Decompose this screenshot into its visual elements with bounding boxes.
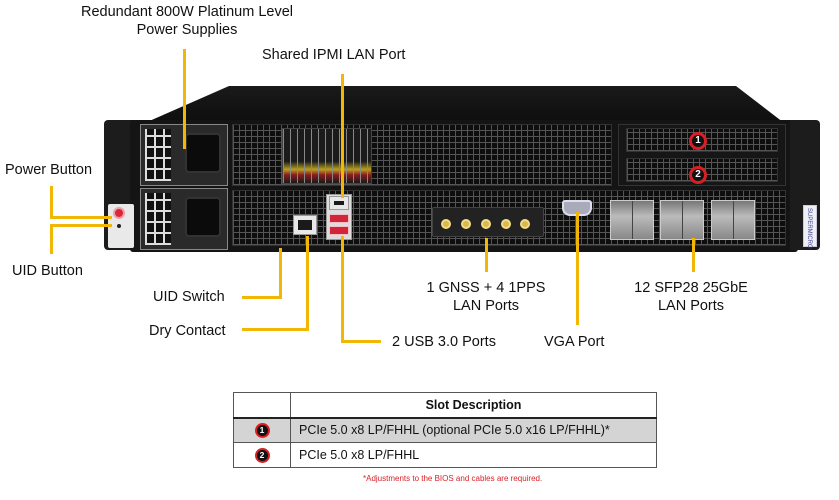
callout-line-uid-switch-h — [242, 296, 282, 299]
callout-line-psu — [183, 49, 186, 149]
label-uid-button: UID Button — [12, 263, 83, 279]
power-socket-icon — [185, 197, 221, 237]
callout-line-sfp — [692, 238, 695, 272]
label-uid-switch: UID Switch — [153, 289, 225, 305]
callout-line-dry-contact-v — [306, 236, 309, 331]
header-slot — [233, 392, 291, 419]
slot-description-table: Slot Description 1 PCIe 5.0 x8 LP/FHHL (… — [233, 392, 657, 468]
header-slot-description: Slot Description — [290, 392, 657, 419]
callout-line-gnss — [485, 238, 488, 272]
pps-port-1 — [461, 219, 471, 229]
callout-line-dry-contact-h — [242, 328, 309, 331]
callout-line-ipmi — [341, 74, 344, 198]
callout-line-uid-switch-v — [279, 248, 282, 299]
callout-line-usb-h — [341, 340, 381, 343]
ipmi-lan-port — [329, 196, 349, 210]
uid-button[interactable] — [117, 224, 121, 228]
label-power-supplies: Redundant 800W Platinum Level Power Supp… — [72, 3, 302, 39]
callout-line-power-button-v — [50, 186, 53, 218]
callout-line-vga — [576, 212, 579, 325]
slot-badge-2: 2 — [689, 166, 707, 184]
slot-badge: 2 — [254, 447, 270, 463]
label-gnss-line1: 1 GNSS + 4 1PPS — [426, 280, 546, 296]
chassis-top — [138, 86, 788, 126]
table-row: 2 PCIe 5.0 x8 LP/FHHL — [233, 442, 657, 468]
callout-line-uid-button-v — [50, 224, 53, 254]
power-supply-2 — [140, 188, 228, 250]
callout-line-power-button-h — [50, 216, 112, 219]
sfp-cage-1 — [610, 200, 654, 240]
sfp-cage-2 — [660, 200, 704, 240]
dry-contact-port — [293, 215, 317, 235]
callout-line-usb-v — [341, 236, 344, 342]
label-gnss-line2: LAN Ports — [452, 298, 520, 314]
label-usb-ports: 2 USB 3.0 Ports — [392, 334, 496, 350]
power-button[interactable] — [113, 207, 125, 219]
table-header-row: Slot Description — [233, 392, 657, 419]
slot-badge: 1 — [254, 422, 270, 438]
label-sfp-ports: 12 SFP28 25GbE LAN Ports — [630, 279, 752, 315]
riser-window — [282, 128, 372, 184]
label-power-button: Power Button — [5, 162, 93, 178]
slot-description-cell: PCIe 5.0 x8 LP/FHHL (optional PCIe 5.0 x… — [290, 417, 657, 443]
label-dry-contact: Dry Contact — [149, 323, 226, 339]
pps-port-3 — [501, 219, 511, 229]
brand-label: SUPERMICRO — [803, 205, 817, 249]
usb-port-2 — [329, 226, 349, 235]
power-socket-icon — [185, 133, 221, 173]
label-sfp-line1: 12 SFP28 25GbE — [634, 280, 748, 296]
brand-text: SUPERMICRO — [806, 208, 812, 249]
label-ipmi-lan-port: Shared IPMI LAN Port — [262, 47, 406, 63]
usb-port-1 — [329, 214, 349, 223]
gnss-port — [441, 219, 451, 229]
pps-port-4 — [520, 219, 530, 229]
slot-description-cell: PCIe 5.0 x8 LP/FHHL — [290, 442, 657, 468]
slot-number-cell: 2 — [233, 442, 291, 468]
slot-number-cell: 1 — [233, 417, 291, 443]
callout-line-uid-button-h — [50, 224, 112, 227]
label-gnss-pps: 1 GNSS + 4 1PPS LAN Ports — [420, 279, 552, 315]
label-vga-port: VGA Port — [544, 334, 605, 350]
label-power-supplies-line1: Redundant 800W Platinum Level — [81, 4, 293, 20]
slot-badge-1: 1 — [689, 132, 707, 150]
sfp-cage-3 — [711, 200, 755, 240]
table-row: 1 PCIe 5.0 x8 LP/FHHL (optional PCIe 5.0… — [233, 417, 657, 443]
table-footnote: *Adjustments to the BIOS and cables are … — [363, 474, 543, 483]
label-power-supplies-line2: Power Supplies — [136, 22, 238, 38]
label-sfp-line2: LAN Ports — [657, 298, 725, 314]
pps-port-2 — [481, 219, 491, 229]
